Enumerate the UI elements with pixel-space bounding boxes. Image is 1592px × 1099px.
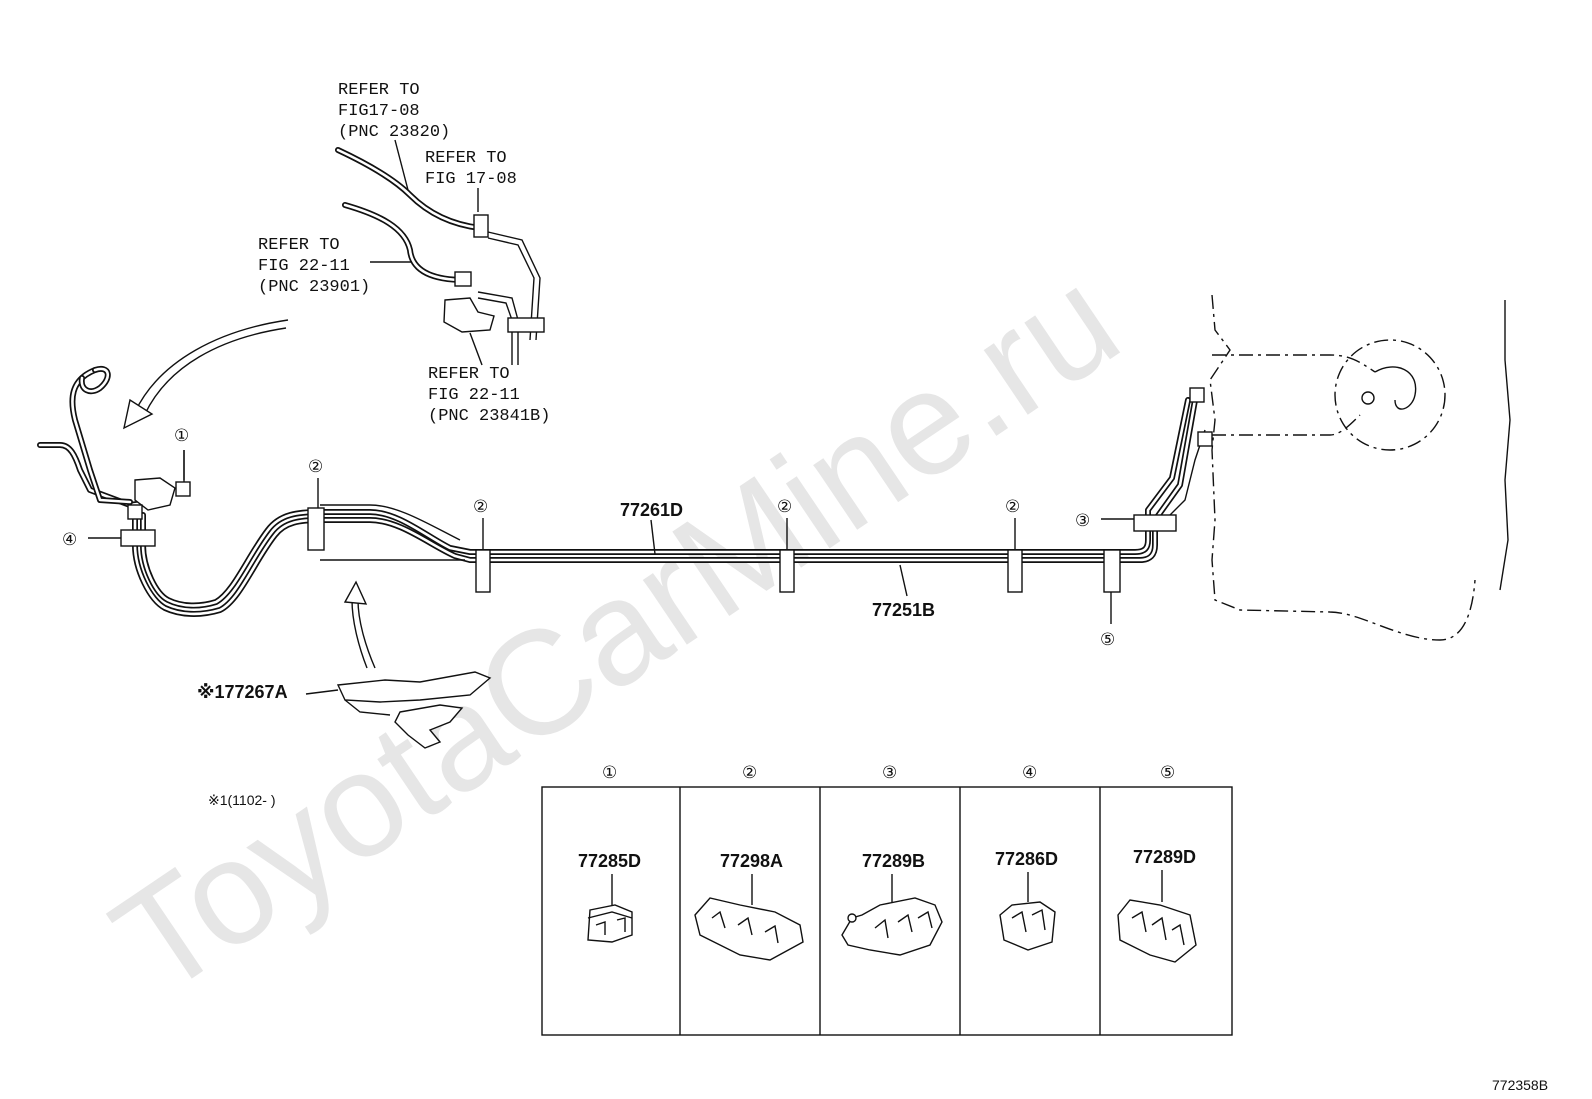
ref-line: REFER TO (428, 365, 510, 384)
clip-drawing-77298a (694, 874, 804, 961)
clamp-part-77289b: 77289B (862, 851, 925, 871)
callout-2: ② (777, 497, 792, 516)
clamp-4 (120, 529, 156, 547)
clamp-3 (1133, 514, 1177, 532)
table-header-3: ③ (882, 763, 897, 782)
clip-drawing-77286d (999, 872, 1056, 951)
clamp-part-77289d: 77289D (1133, 847, 1196, 867)
table-header-4: ④ (1022, 763, 1037, 782)
fuel-pipe-77261d-77251b (132, 397, 1206, 617)
clamp-table: ① ② ③ ④ ⑤ 77285D 77298A 77289B 77286D 77… (541, 763, 1233, 1036)
upper-connection-detail (335, 139, 545, 366)
clamp-5 (1103, 549, 1121, 593)
ref-line: REFER TO (338, 81, 420, 100)
clamp-part-77286d: 77286D (995, 849, 1058, 869)
table-header-2: ② (742, 763, 757, 782)
callout-2: ② (308, 457, 323, 476)
clamp-2-a (307, 507, 325, 551)
callout-4: ④ (62, 530, 77, 549)
table-header-1: ① (602, 763, 617, 782)
ref-line: (PNC 23820) (338, 123, 450, 142)
detail-arrow (123, 319, 289, 430)
ref-line: (PNC 23901) (258, 278, 370, 297)
clamp-part-77298a: 77298A (720, 851, 783, 871)
protector-77267a (336, 671, 492, 749)
upward-arrow (343, 580, 376, 669)
reference-fig-17-08: REFER TO FIG 17-08 (425, 149, 517, 189)
ref-line: FIG 22-11 (428, 386, 520, 405)
filler-neck-assembly (37, 365, 191, 511)
ref-line: REFER TO (258, 236, 340, 255)
pipe-clamps (120, 504, 1177, 593)
clamp-2-b (475, 549, 491, 593)
clip-drawing-77285d (587, 874, 633, 943)
reference-fig-17-08-pnc-23820: REFER TO FIG17-08 (PNC 23820) (338, 81, 450, 142)
clamp-1 (127, 504, 143, 520)
clamp-2-c (779, 549, 795, 593)
ref-line: (PNC 23841B) (428, 407, 550, 426)
figure-code: 772358B (1492, 1077, 1548, 1093)
part-label-77251b: 77251B (872, 600, 935, 620)
clip-drawing-77289d (1117, 870, 1197, 963)
ref-line: FIG 22-11 (258, 257, 350, 276)
clamp-part-77285d: 77285D (578, 851, 641, 871)
callout-3: ③ (1075, 511, 1090, 530)
part-label-77261d: 77261D (620, 500, 683, 520)
table-header-5: ⑤ (1160, 763, 1175, 782)
fuel-tank-outline (1189, 294, 1511, 641)
reference-fig-22-11-pnc-23841b: REFER TO FIG 22-11 (PNC 23841B) (428, 365, 550, 426)
ref-line: REFER TO (425, 149, 507, 168)
clip-drawing-77289b (841, 874, 943, 956)
leader-lines (88, 450, 1134, 695)
callout-2: ② (1005, 497, 1020, 516)
clamp-2-d (1007, 549, 1023, 593)
callout-5: ⑤ (1100, 630, 1115, 649)
callout-1: ① (174, 426, 189, 445)
ref-line: FIG17-08 (338, 102, 420, 121)
callouts: ① ④ ② ② ② ② ③ ⑤ (62, 426, 1115, 649)
callout-2: ② (473, 497, 488, 516)
ref-line: FIG 17-08 (425, 170, 517, 189)
reference-fig-22-11-pnc-23901: REFER TO FIG 22-11 (PNC 23901) (258, 236, 370, 297)
applicability-note: ※1(1102- ) (208, 792, 276, 808)
part-label-77267a: ※177267A (197, 682, 288, 702)
